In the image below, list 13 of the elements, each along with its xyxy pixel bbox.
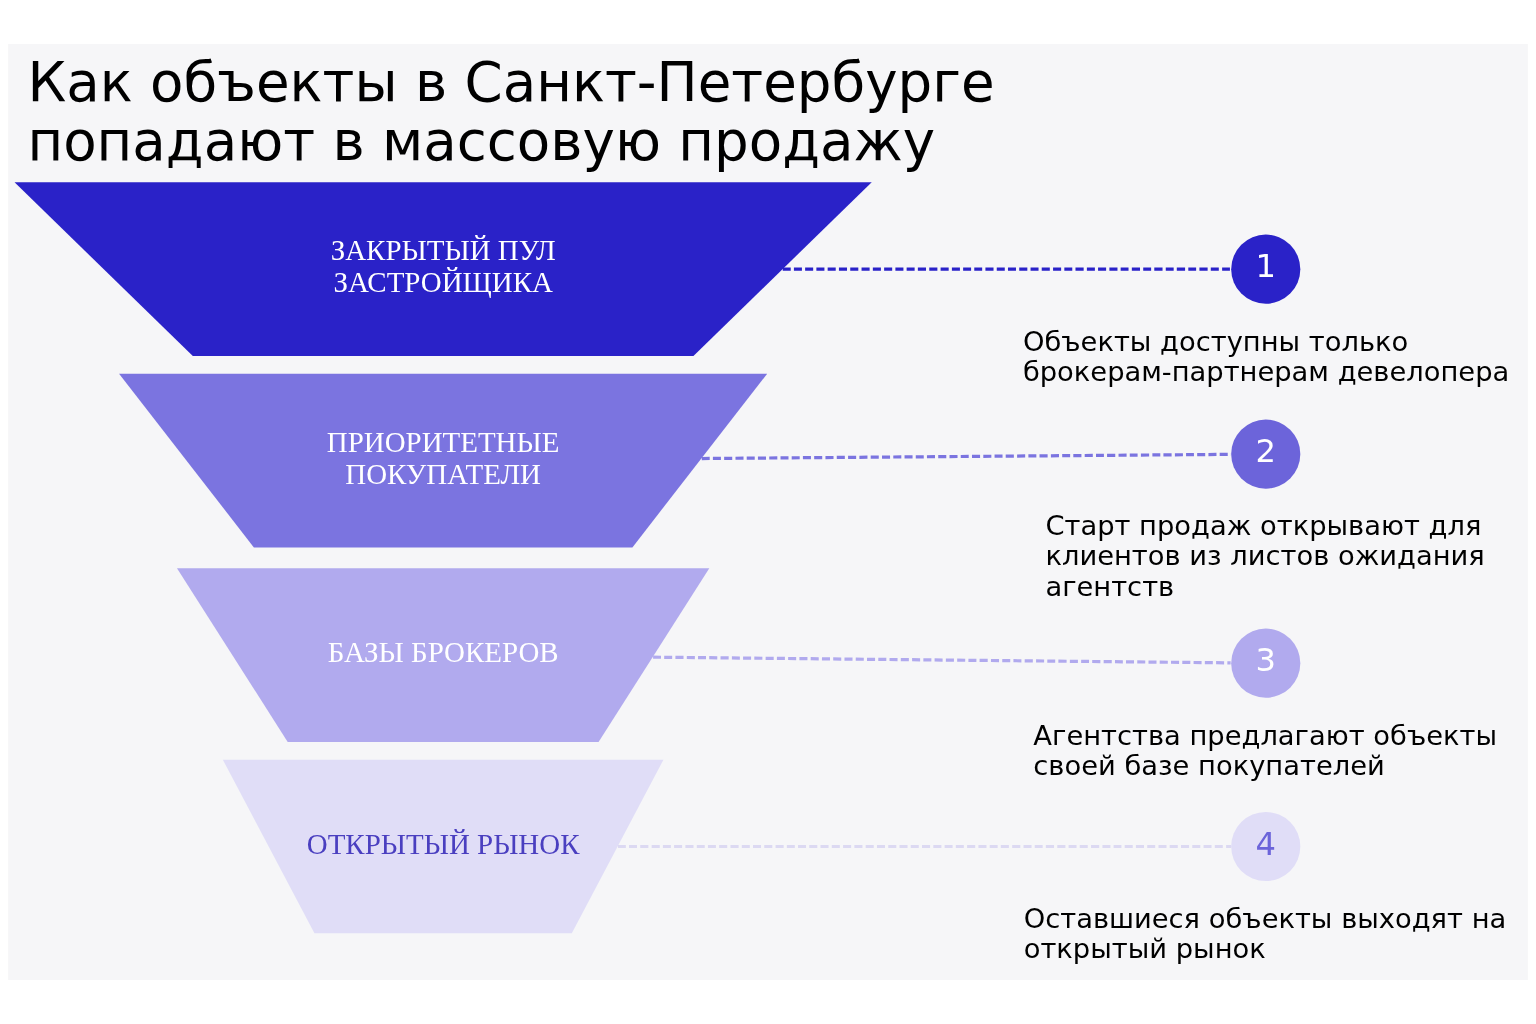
node-label: Объекты доступны только брокерам-партнерам девелопера <box>1022 325 1510 388</box>
connector <box>782 267 1231 271</box>
connector <box>653 655 1231 665</box>
connector <box>618 844 1232 849</box>
node-label: Агентства предлагают объекты своей базе покупателей <box>1033 719 1498 782</box>
node-label: Оставшиеся объекты выходят на открытый рынок <box>1023 902 1507 965</box>
diagram-title: Как объекты в Санкт-Петербурге попадают в массовую продажу <box>27 49 995 174</box>
node-circle: 4 <box>1231 811 1301 882</box>
connector <box>701 452 1231 461</box>
node-circle: 2 <box>1231 419 1301 489</box>
node-circle: 1 <box>1231 234 1301 304</box>
node-circle: 3 <box>1231 628 1301 698</box>
node-label: Старт продаж открывают для клиентов из листов ожидания агентств <box>1045 509 1485 602</box>
